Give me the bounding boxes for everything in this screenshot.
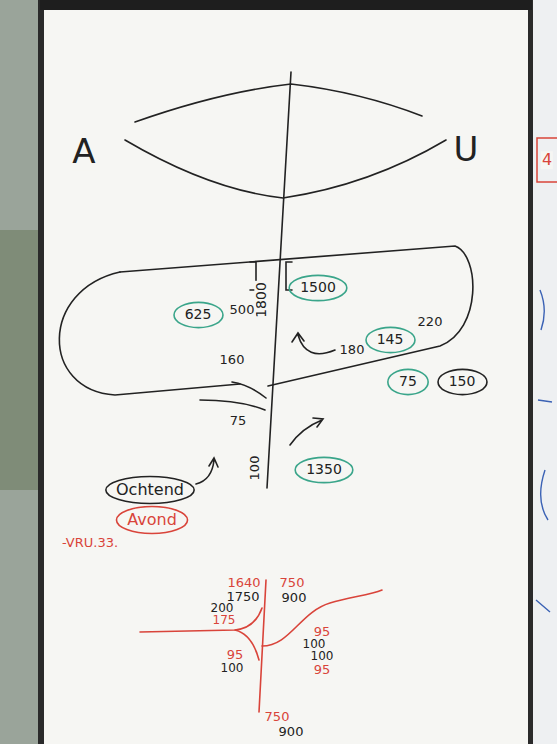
paper <box>42 0 530 744</box>
flow-arrow <box>292 333 335 354</box>
count-label: 95 <box>313 625 332 639</box>
ink-ellipse <box>116 507 187 534</box>
count-label: 1640 <box>226 576 261 590</box>
ink-ellipse <box>174 302 223 327</box>
lower-arc <box>125 140 446 198</box>
count-label: 220 <box>417 315 444 329</box>
count-label: -VRU.33. <box>61 536 119 550</box>
ramp <box>232 382 266 398</box>
count-label: 100 <box>310 650 335 663</box>
circled-number: Ochtend <box>104 475 196 505</box>
count-text: Avond <box>127 511 177 529</box>
count-label: 4 <box>541 151 553 169</box>
count-label: 100 <box>220 662 245 675</box>
evening-sketch <box>140 580 382 712</box>
window-tree <box>0 230 42 490</box>
circled-number: 145 <box>365 326 416 354</box>
count-label: 500 <box>229 303 256 317</box>
count-label: U <box>453 131 480 168</box>
ink-ellipse <box>289 275 347 300</box>
count-label: 75 <box>229 414 248 428</box>
count-label: 95 <box>313 663 332 677</box>
ramp <box>200 400 265 410</box>
count-text: 1500 <box>300 280 336 295</box>
upper-arc <box>135 84 422 122</box>
window <box>0 0 42 744</box>
circled-number: 75 <box>387 368 429 396</box>
flow-arrow <box>290 418 323 445</box>
ink-ellipse <box>366 327 415 352</box>
main-road <box>267 72 291 488</box>
count-text: Ochtend <box>116 481 184 499</box>
count-label: 160 <box>219 353 246 367</box>
ink-ellipse <box>295 457 353 482</box>
circled-number: Avond <box>115 505 189 535</box>
ink-ellipse <box>438 369 487 394</box>
count-label: 750 <box>264 710 291 724</box>
circled-number: 1350 <box>294 456 354 484</box>
count-label: 750 <box>279 576 306 590</box>
count-text: 1350 <box>306 462 342 477</box>
count-label: 95 <box>226 648 245 662</box>
count-label: A <box>71 133 96 170</box>
count-label: 175 <box>212 614 237 627</box>
loop-road <box>59 272 240 395</box>
circled-number: 150 <box>437 368 488 396</box>
count-label: 900 <box>281 591 308 605</box>
blue-marks <box>536 290 552 612</box>
left-branch <box>140 608 262 632</box>
count-text: 145 <box>377 332 404 347</box>
ink-ellipse <box>388 369 428 394</box>
count-text: 625 <box>185 307 212 322</box>
frame-top <box>40 0 532 10</box>
count-label: 100 <box>248 455 262 482</box>
circled-number: 625 <box>173 301 224 329</box>
hook-arrow <box>196 458 218 484</box>
count-label: 900 <box>278 725 305 739</box>
road-sketch <box>59 72 473 488</box>
loop-road <box>120 246 473 386</box>
count-label: 1800 <box>254 281 269 319</box>
ink-ellipse <box>106 477 194 504</box>
side-sheet <box>530 0 557 744</box>
count-label: 180 <box>339 343 366 357</box>
red-box <box>537 138 557 182</box>
count-text: 150 <box>449 374 476 389</box>
count-text: 75 <box>399 374 417 389</box>
circled-number: 1500 <box>288 274 348 302</box>
frame-right <box>528 0 533 744</box>
frame-left <box>38 0 44 744</box>
